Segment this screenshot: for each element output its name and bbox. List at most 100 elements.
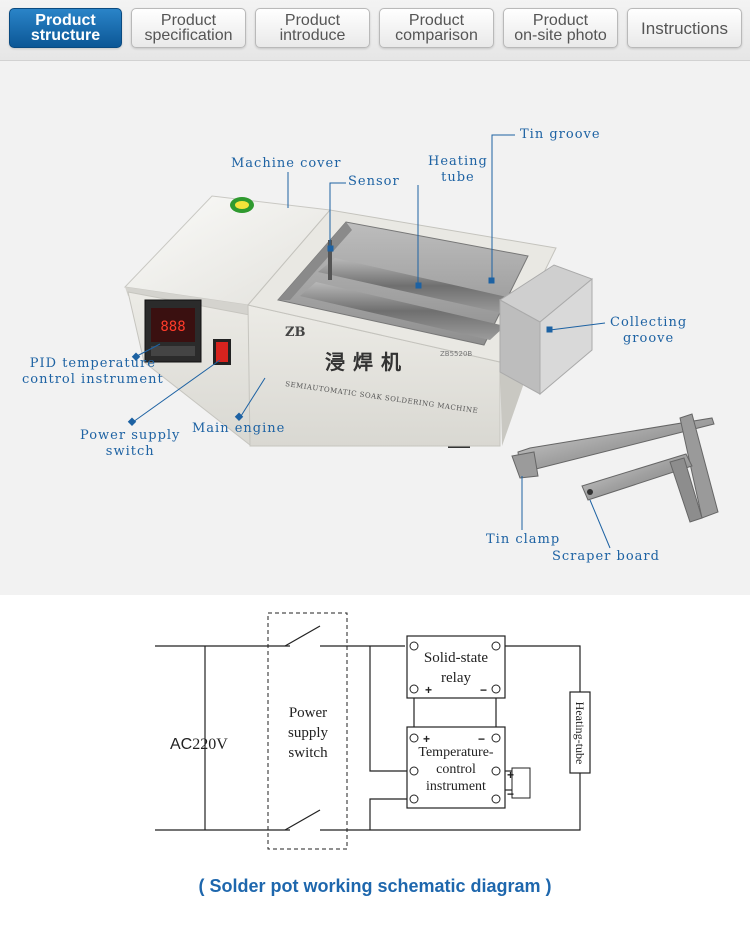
tab-label-line1: Product [532,12,589,29]
terminal [491,684,501,694]
label-line: Solid-state [423,650,489,666]
leader-dot [327,245,334,252]
schematic-diagram: + − + − + − AC220V Power supply switch S… [0,595,750,942]
callout-line: tube [441,170,475,185]
leader-dot [488,277,495,284]
leader-scraper-board [589,499,611,549]
terminal [491,641,501,651]
scraper-hole [587,489,593,495]
leader-collecting-groove [549,322,606,331]
terminal [491,766,501,776]
pid-keypad [151,346,195,356]
tab-label-line2: structure [30,27,101,44]
wire-relay-heater [505,645,581,692]
leader-dot [127,417,137,426]
callout-tin-clamp: Tin clamp [486,532,561,547]
model-name-cn: 浸焊机 [325,350,409,374]
scraper-board-blade [669,457,703,523]
tab-product-introduce[interactable]: Product introduce [255,8,370,48]
tab-label-line1: Product [35,12,96,29]
tab-label-line2: on-site photo [514,27,607,44]
label-line: control [436,762,476,777]
leader-tin-groove [491,134,515,280]
schematic-caption: ( Solder pot working schematic diagram ) [198,876,552,896]
callout-scraper-board: Scraper board [552,549,660,564]
terminal [409,794,419,804]
callout-power-switch: Power supply switch [80,428,180,460]
heating-tube-label: Heating-tube [573,701,587,765]
callout-machine-cover: Machine cover [231,156,342,171]
callout-line: Power supply [80,428,181,443]
leader-pid [136,343,161,357]
terminal [409,766,419,776]
tin-clamp-hook [511,451,539,479]
ac-label: AC [170,736,193,753]
tab-product-onsite-photo[interactable]: Product on-site photo [503,8,618,48]
temp-controller-box [406,726,506,809]
tab-label: Instructions [641,18,728,38]
groove-wall [278,222,352,300]
label-line: instrument [426,779,486,794]
leader-power-switch [132,359,221,423]
power-switch-rocker[interactable] [216,342,228,362]
leader-dot [131,352,141,361]
label-line: Power [288,705,328,721]
tab-label-line2: specification [144,27,233,44]
pid-display-digits: 888 [160,319,185,335]
pid-display [151,308,195,342]
tab-label-line2: comparison [395,27,478,44]
collecting-groove-side [539,277,593,396]
brand-logo: ZB [285,325,305,340]
power-switch-frame [267,612,348,850]
temp-controller-label: Temperature- control instrument [407,744,505,795]
callout-collecting-groove: Collecting groove [610,315,687,347]
wire-temp-n [369,798,407,830]
scraper-board [581,453,693,501]
tab-label-line1: Product [408,12,465,29]
callout-pid-controller: PID temperature control instrument [22,356,164,388]
callout-tin-groove: Tin groove [520,127,601,142]
relay-label: Solid-state relay [407,648,505,688]
leader-sensor [329,182,346,248]
label-line: switch [288,745,328,761]
polarity-minus: − [507,787,514,801]
heating-tube-box [569,691,591,774]
callout-line: Heating [428,154,488,169]
leader-dot [415,282,422,289]
callout-line: switch [105,444,155,459]
callout-line: Collecting [610,315,688,330]
tab-label-line1: Product [160,12,217,29]
tab-bar: Product structure Product specification … [0,0,750,61]
tin-clamp-arm [679,413,719,519]
schematic-wiring: + − + − + − [155,612,591,850]
ac-voltage-label: AC220V [170,735,228,755]
sensor-block [511,767,531,799]
model-code: ZB5520B [440,350,472,358]
logo-sticker-center [235,201,249,209]
terminal [409,641,419,651]
leader-dot [234,412,244,421]
terminal [491,733,501,743]
callout-main-engine: Main engine [192,421,286,436]
tab-instructions[interactable]: Instructions [627,8,742,48]
terminal [491,794,501,804]
callout-line: PID temperature [29,356,156,371]
product-photo-area: 888 ZB 浸焊机 ZB5520B SEMIAUTOMATIC SOAK SO… [0,61,750,595]
solid-state-relay-box [406,635,506,699]
leader-main-engine [240,377,266,417]
switch-contact-bottom [284,809,321,831]
callout-sensor: Sensor [348,174,400,189]
polarity-plus: + [425,683,432,697]
tab-label-line2: introduce [279,27,346,44]
tab-product-structure[interactable]: Product structure [9,8,122,48]
label-line: relay [441,670,471,686]
polarity-minus: − [480,683,487,697]
wire-heater-return [370,773,581,831]
power-switch-label: Power supply switch [276,703,340,763]
leader-dot [546,326,553,333]
tab-product-specification[interactable]: Product specification [131,8,246,48]
label-line: supply [287,725,328,741]
polarity-minus: − [478,732,485,746]
label-line: Temperature- [418,745,494,760]
tab-product-comparison[interactable]: Product comparison [379,8,494,48]
